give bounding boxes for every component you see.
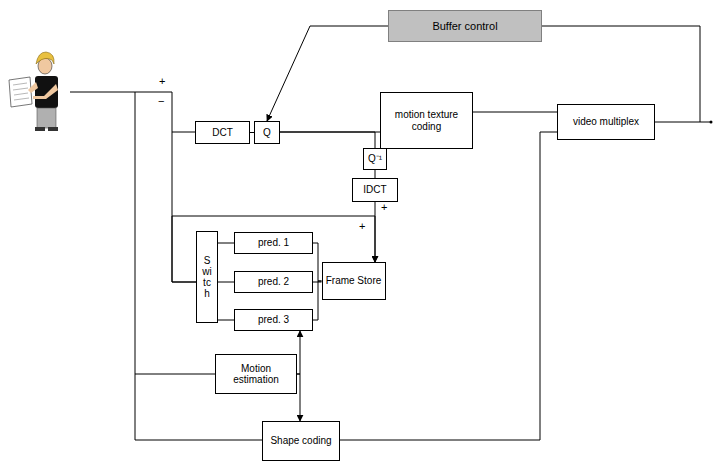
person-figure [9,52,58,131]
connector [267,26,388,121]
node-text: motion texture coding [383,109,470,132]
node-text: Shape coding [270,435,331,447]
node-text: IDCT [363,184,386,196]
node-text: Buffer control [432,20,497,33]
connector [313,281,322,320]
connector [280,132,375,148]
node-text: Switch [202,255,212,299]
predictor-box: pred. 2 [234,271,313,293]
control-box: Buffer control [388,10,542,42]
node-text: pred. 3 [258,314,289,326]
sign-label: − [157,96,165,107]
connector [375,170,376,178]
node-text: video multiplex [573,116,639,128]
node-text: DCT [212,127,233,139]
connector [313,243,322,281]
input-wire [70,92,711,440]
connector [218,243,234,244]
process-box: motion texture coding [380,92,473,149]
connector [218,320,234,321]
sign-label: + [358,221,366,232]
connector [218,282,234,283]
memory-box: Frame Store [322,262,386,300]
connector [172,132,196,282]
connector [297,374,300,421]
node-text: Q [263,127,271,139]
predictor-box: pred. 1 [234,232,313,254]
connector [313,282,322,283]
predictor-box: pred. 3 [234,309,313,331]
output-dot [710,121,713,124]
connector [473,112,557,113]
connector [297,331,300,374]
node-text: pred. 1 [258,237,289,249]
process-box: DCT [195,121,250,144]
process-box: video multiplex [557,104,655,140]
sign-label: + [380,202,388,213]
process-box: Q [254,121,280,144]
process-box: Shape coding [262,421,340,461]
node-text: pred. 2 [258,276,289,288]
process-box: Q⁻¹ [363,148,387,170]
process-box: IDCT [352,178,398,202]
node-text: Motion estimation [218,363,294,386]
switch-box: Switch [196,231,218,323]
sign-label: + [158,76,166,87]
node-text: Q⁻¹ [368,153,382,165]
process-box: Motion estimation [215,354,297,394]
node-text: Frame Store [326,275,382,287]
